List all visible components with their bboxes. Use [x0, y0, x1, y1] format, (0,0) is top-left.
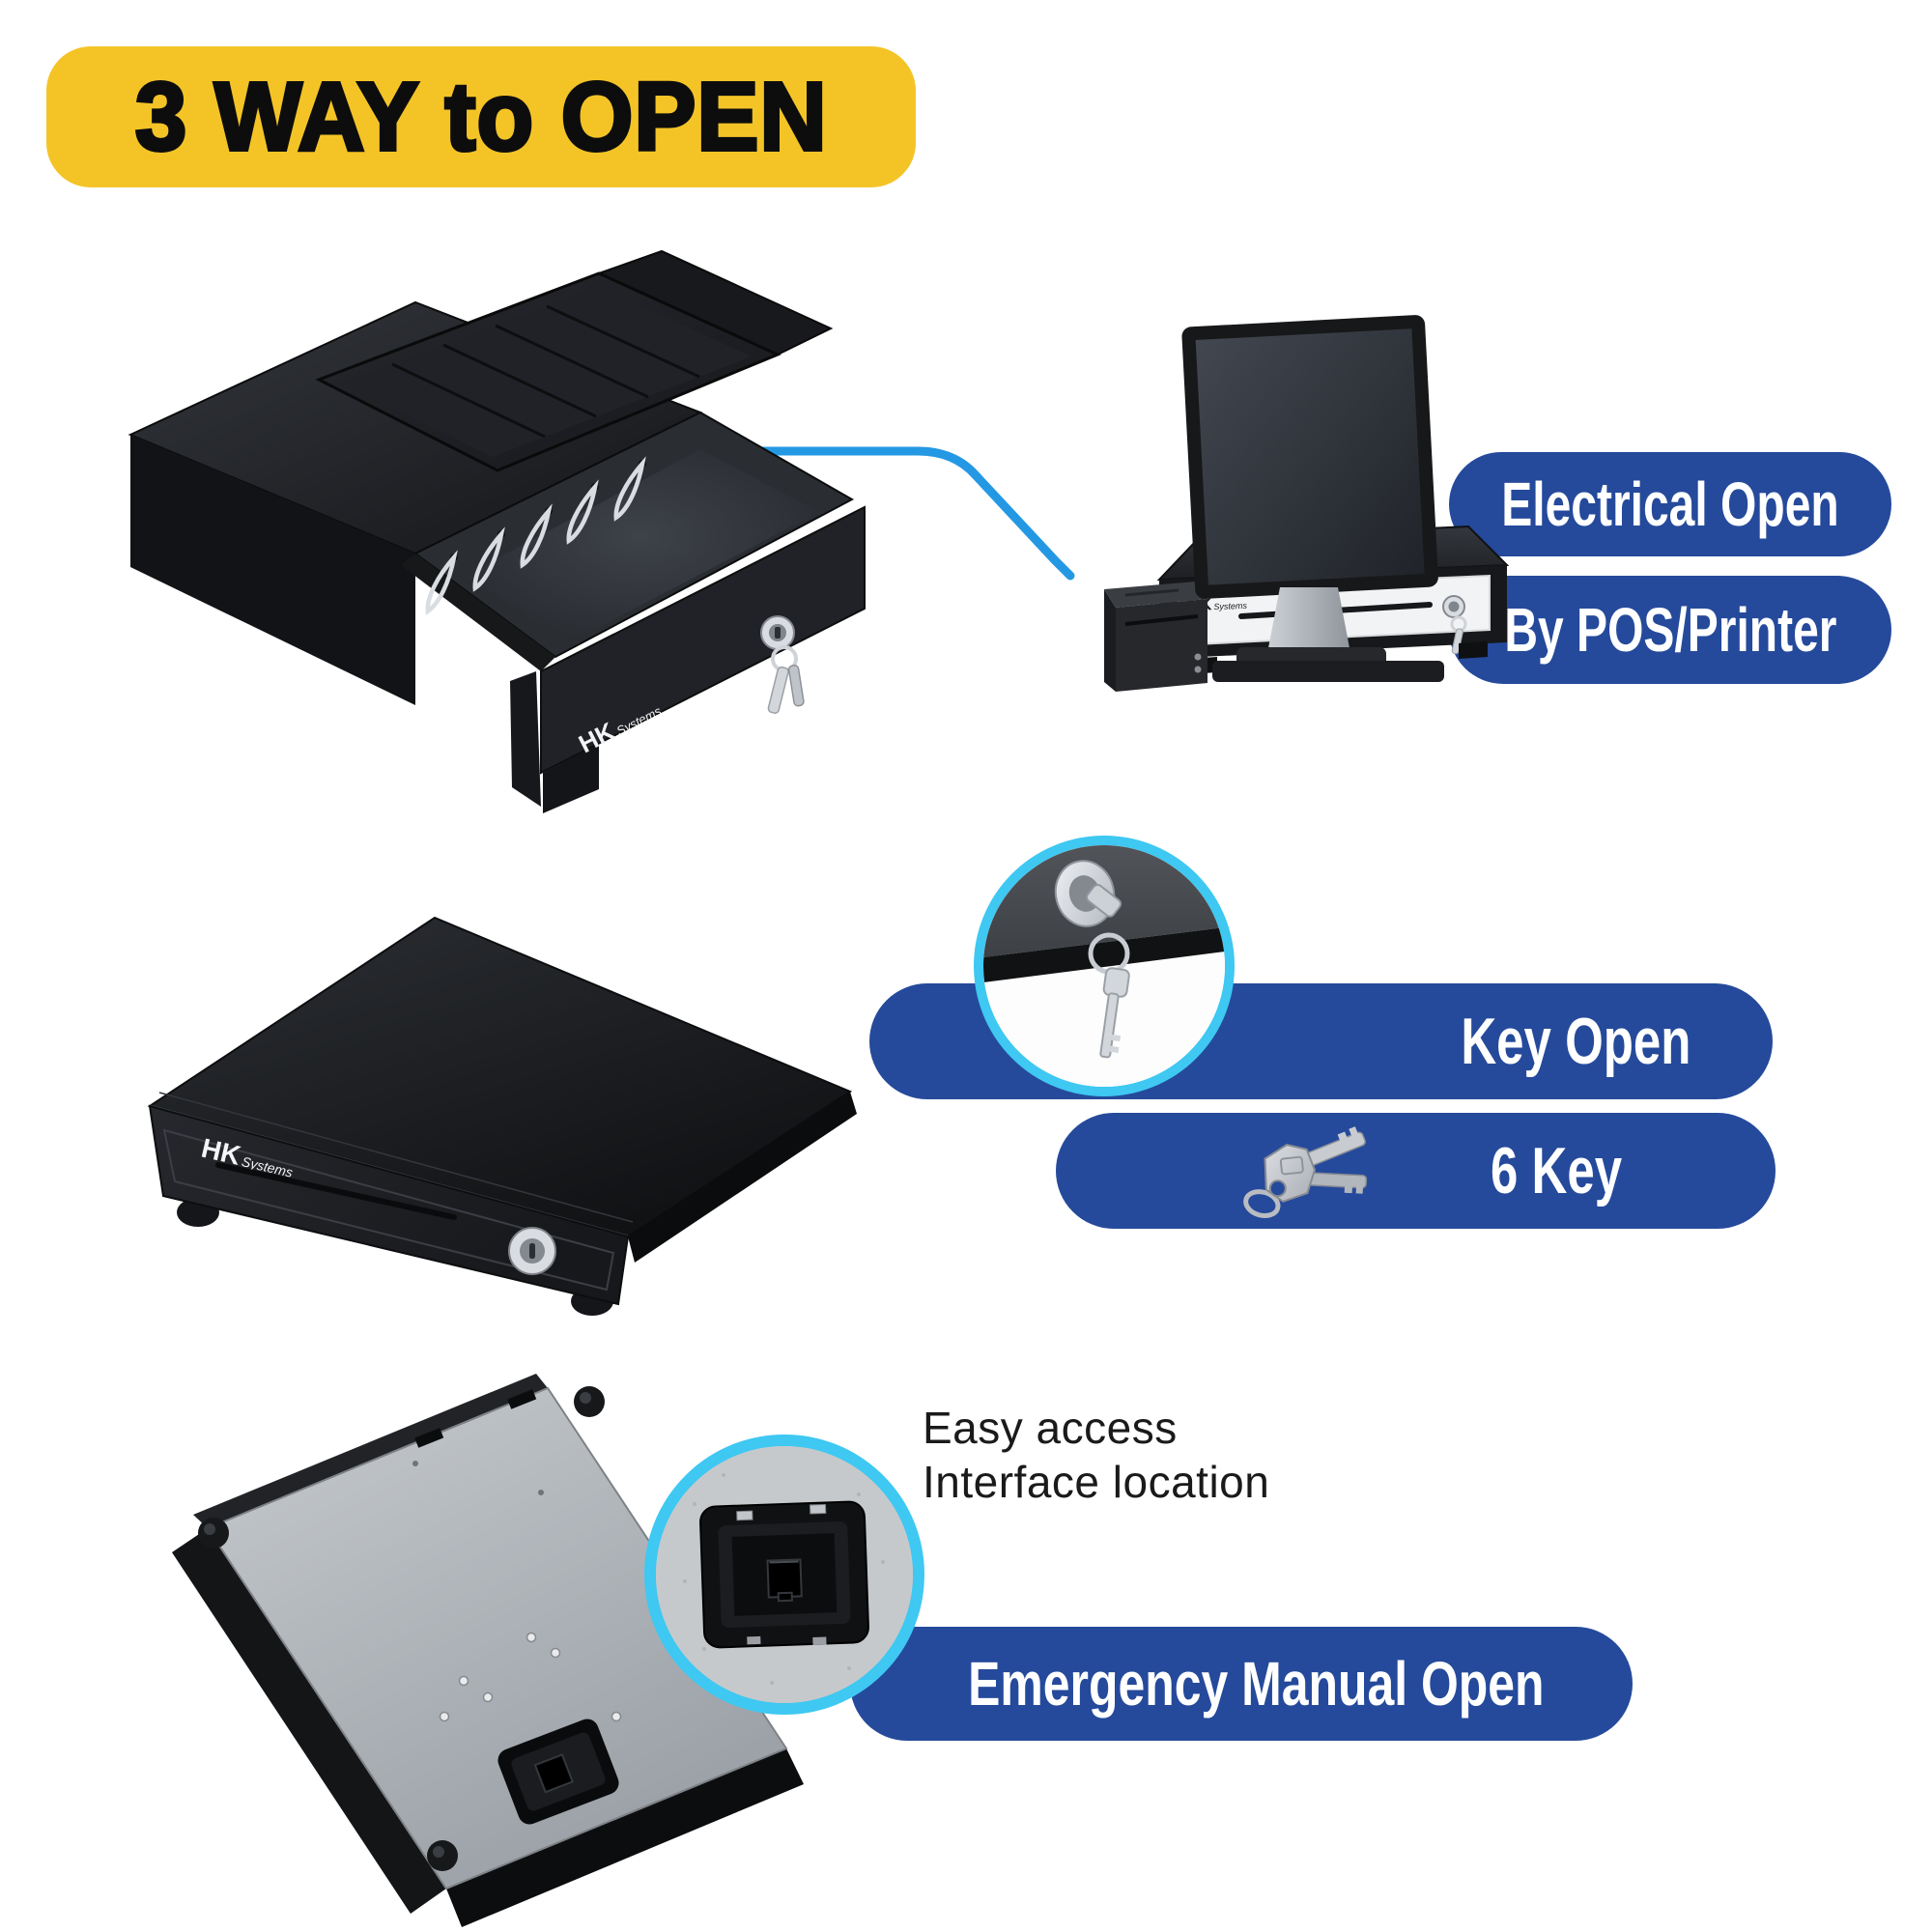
by-pos-printer-text: By POS/Printer — [1503, 595, 1837, 665]
closed-cash-drawer-photo: HKSystems — [92, 894, 874, 1348]
interface-caption: Easy access Interface location — [923, 1401, 1269, 1509]
rubber-feet — [198, 1386, 605, 1871]
title-text: 3 WAY to OPEN — [133, 61, 829, 173]
open-cash-drawer-photo: HKSystems — [97, 217, 869, 884]
receipt-printer — [1104, 582, 1208, 692]
emergency-manual-open-text: Emergency Manual Open — [967, 1649, 1545, 1719]
key-lock-inset-photo — [974, 836, 1235, 1096]
drawer-bottom-photo — [126, 1348, 821, 1927]
pos-monitor — [1181, 315, 1438, 599]
connection-cable-line — [625, 446, 1075, 581]
label-by-pos-printer: By POS/Printer — [1449, 576, 1891, 684]
title-banner: 3 WAY to OPEN — [46, 46, 916, 187]
closed-drawer-side — [628, 1092, 857, 1263]
interface-recess — [497, 1719, 619, 1825]
six-key-text: 6 Key — [1491, 1134, 1623, 1208]
caption-line-2: Interface location — [923, 1457, 1270, 1507]
hanging-key — [1099, 967, 1130, 1059]
electrical-open-text: Electrical Open — [1501, 469, 1839, 539]
keys-photo — [1243, 1126, 1368, 1219]
rj-port — [766, 1558, 803, 1603]
closed-drawer-lock — [508, 1227, 556, 1275]
drawer-lock-and-keys — [760, 615, 805, 714]
label-emergency-manual-open: Emergency Manual Open — [850, 1627, 1633, 1741]
drawer-tray-floor — [464, 449, 819, 642]
pos-terminal-photo: HKSystems — [1043, 309, 1546, 763]
key-open-text: Key Open — [1460, 1005, 1690, 1078]
drawer-body-side — [130, 435, 415, 705]
interface-port-inset-photo — [644, 1435, 924, 1715]
caption-line-1: Easy access — [923, 1403, 1178, 1453]
drawer-front-panel — [540, 505, 866, 775]
interface-plate — [699, 1500, 869, 1649]
monitor-stand — [1267, 587, 1350, 653]
label-electrical-open: Electrical Open — [1449, 452, 1891, 556]
label-6-key: 6 Key — [1056, 1113, 1776, 1229]
